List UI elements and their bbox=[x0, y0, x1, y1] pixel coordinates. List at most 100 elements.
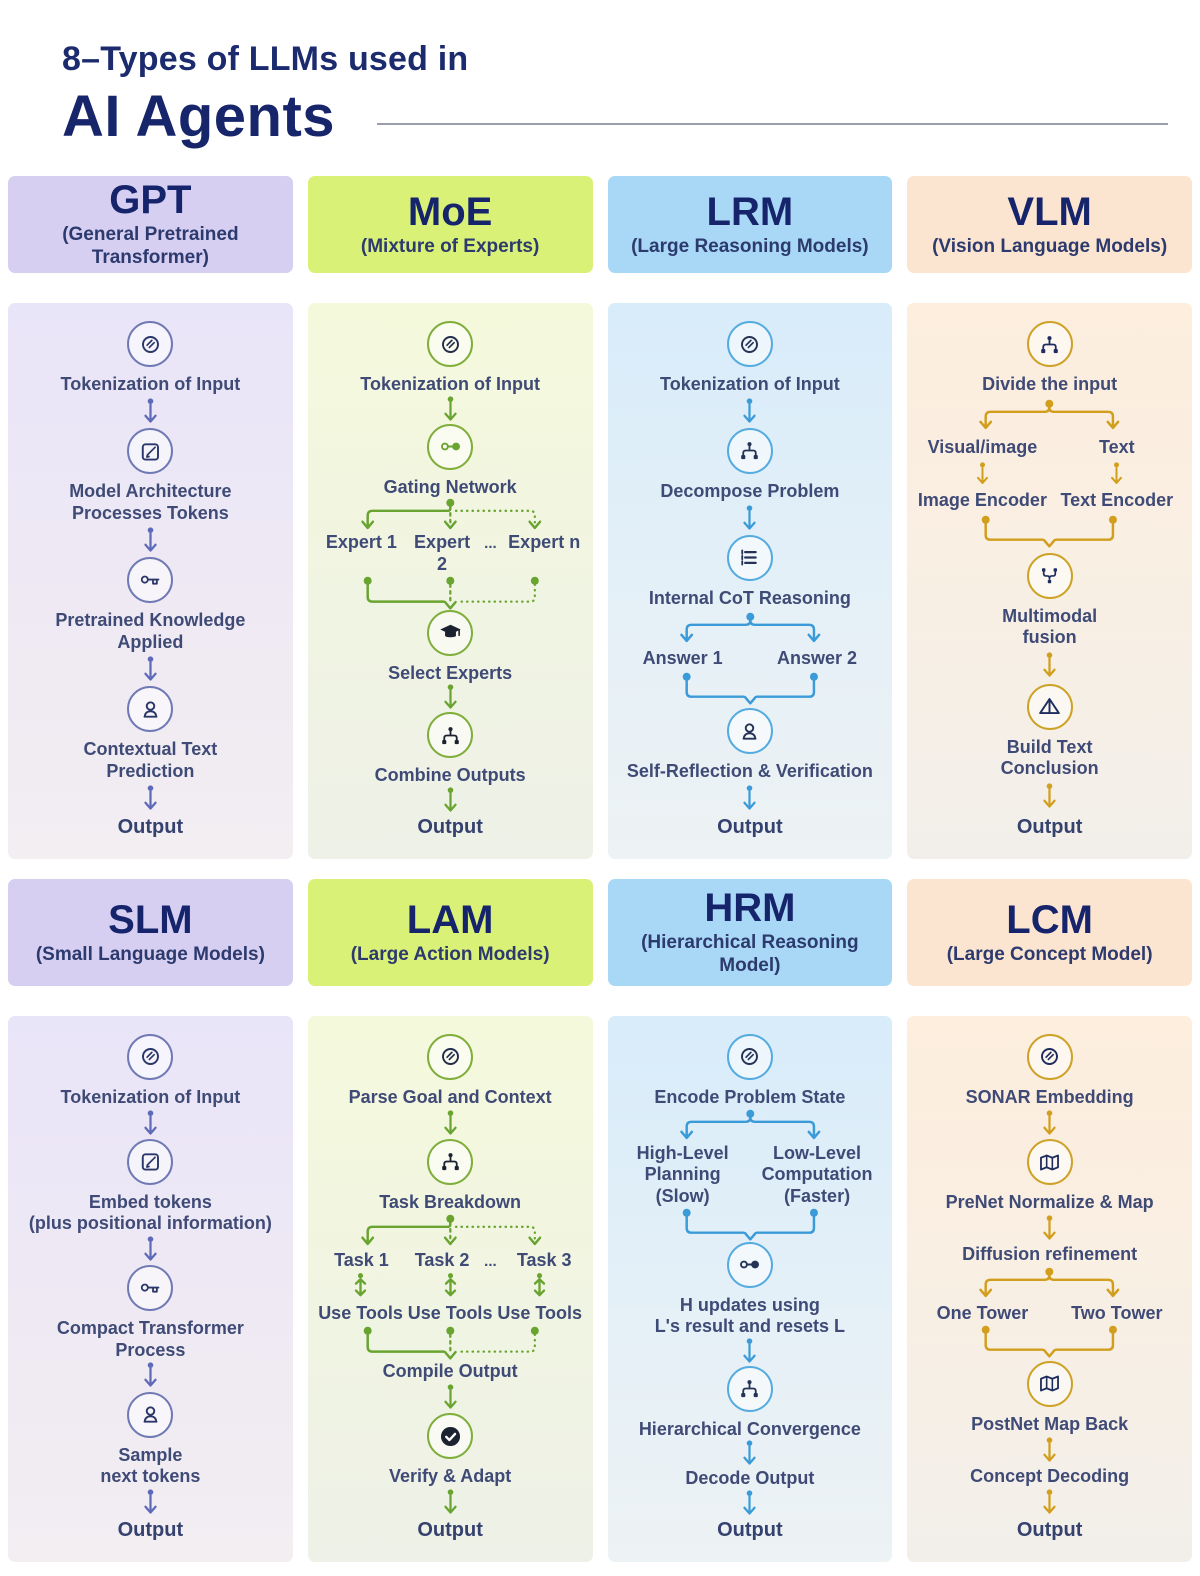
split-3-connector bbox=[324, 1214, 577, 1248]
task-label: Task 1 bbox=[334, 1249, 389, 1270]
output-label: Output bbox=[1016, 815, 1083, 838]
hrm-full-name: (Hierarchical Reasoning Model) bbox=[641, 932, 859, 976]
arrow-down-icon bbox=[1041, 1437, 1058, 1465]
vlm-abbr: VLM bbox=[1007, 189, 1092, 234]
step-label: Tokenization of Input bbox=[660, 374, 840, 394]
split-2-connector bbox=[624, 612, 877, 646]
lrm-abbr: LRM bbox=[706, 189, 794, 234]
slm-flow-card: Tokenization of Input Embed tokens (plus… bbox=[8, 1015, 293, 1563]
step-label: Task Breakdown bbox=[379, 1191, 521, 1212]
step-label: Tokenization of Input bbox=[60, 374, 241, 394]
flow-step: Verify & Adapt bbox=[389, 1413, 511, 1488]
flow-step: Encode Problem State bbox=[654, 1033, 845, 1109]
token-icon bbox=[726, 1033, 773, 1080]
arrow-down-icon bbox=[142, 527, 159, 555]
answer-label: Answer 1 bbox=[642, 647, 723, 668]
inputs-row: Visual/image Text bbox=[915, 437, 1184, 459]
lcm-flow-card: SONAR Embedding PreNet Normalize & Map D… bbox=[907, 1015, 1192, 1563]
arrow-down-icon bbox=[1041, 1110, 1058, 1138]
arrow-down-icon bbox=[1109, 462, 1124, 487]
gpt-flow-card: Tokenization of Input Model Architecture… bbox=[8, 303, 293, 859]
arrow-down-icon bbox=[142, 398, 159, 426]
arrow-down-icon bbox=[142, 656, 159, 684]
gpt-column: GPT (General Pretrained Transformer) Tok… bbox=[8, 176, 293, 859]
flow-step: Combine Outputs bbox=[375, 712, 526, 787]
hrm-header: HRM (Hierarchical Reasoning Model) bbox=[607, 878, 893, 986]
arrow-down-icon bbox=[142, 785, 159, 813]
check-icon bbox=[427, 1413, 474, 1460]
merge-2-connector bbox=[624, 1208, 877, 1242]
flow-step: Multimodal fusion bbox=[1002, 552, 1097, 649]
prism-icon bbox=[1026, 683, 1073, 730]
split-3-connector bbox=[324, 498, 577, 532]
slm-abbr: SLM bbox=[108, 897, 193, 942]
gpt-full-name: (General Pretrained Transformer) bbox=[62, 224, 239, 268]
output-label: Output bbox=[117, 815, 184, 838]
key-icon bbox=[127, 1265, 174, 1312]
arrow-updown-icon bbox=[531, 1272, 548, 1302]
merge-3-connector bbox=[324, 576, 577, 610]
title-divider-line bbox=[377, 122, 1168, 125]
ellipsis-label: ... bbox=[484, 535, 497, 553]
lcm-full-name: (Large Concept Model) bbox=[946, 943, 1153, 965]
lam-header: LAM (Large Action Models) bbox=[307, 878, 593, 986]
sitemap-icon bbox=[1026, 321, 1073, 367]
title-line1: 8–Types of LLMs used in bbox=[62, 40, 469, 78]
arrow-down-icon bbox=[142, 1362, 159, 1390]
branch-label: Low-Level Computation (Faster) bbox=[761, 1142, 873, 1206]
arrow-down-icon bbox=[442, 684, 459, 712]
step-label: Decode Output bbox=[685, 1468, 815, 1489]
columns-grid: GPT (General Pretrained Transformer) Tok… bbox=[8, 176, 1192, 1563]
agent-icon bbox=[127, 686, 174, 733]
lam-column: LAM (Large Action Models) Parse Goal and… bbox=[307, 878, 593, 1563]
token-icon bbox=[427, 1033, 474, 1080]
arrow-updown-icon bbox=[442, 1272, 459, 1302]
arrow-down-icon bbox=[741, 398, 758, 426]
tool-label: Use Tools bbox=[407, 1303, 493, 1324]
slm-column: SLM (Small Language Models) Tokenization… bbox=[8, 878, 293, 1563]
encoder-label: Text Encoder bbox=[1060, 490, 1174, 511]
flow-step: Internal CoT Reasoning bbox=[649, 534, 851, 610]
step-label: H updates using L's result and resets L bbox=[654, 1294, 846, 1337]
flow-step: Gating Network bbox=[384, 423, 517, 499]
flow-step: Embed tokens (plus positional informatio… bbox=[29, 1138, 272, 1235]
input-label: Text bbox=[1098, 436, 1135, 457]
graduation-cap-icon bbox=[427, 609, 474, 656]
sitemap-icon bbox=[427, 712, 474, 759]
output-label: Output bbox=[717, 1519, 783, 1542]
updown-arrows-row bbox=[316, 1272, 585, 1302]
arrow-down-icon bbox=[442, 396, 459, 424]
lrm-full-name: (Large Reasoning Models) bbox=[631, 235, 869, 257]
arrow-down-icon bbox=[975, 462, 990, 487]
moe-header: MoE (Mixture of Experts) bbox=[307, 176, 593, 273]
flow-step: Select Experts bbox=[388, 609, 512, 685]
task-label: Task 2 bbox=[414, 1249, 470, 1270]
flow-step: Parse Goal and Context bbox=[349, 1033, 552, 1109]
output-label: Output bbox=[1016, 1519, 1083, 1542]
input-label: Visual/image bbox=[927, 436, 1038, 457]
step-label: Combine Outputs bbox=[374, 765, 526, 786]
step-label: Tokenization of Input bbox=[360, 374, 540, 394]
lam-abbr: LAM bbox=[406, 897, 494, 942]
output-label: Output bbox=[417, 1519, 483, 1541]
arrow-down-icon bbox=[741, 1490, 758, 1518]
merge-3-connector bbox=[324, 1326, 577, 1360]
expert-label: Expert 2 bbox=[414, 532, 471, 574]
step-label: Diffusion refinement bbox=[962, 1244, 1138, 1265]
slm-header: SLM (Small Language Models) bbox=[8, 878, 293, 986]
lcm-column: LCM (Large Concept Model) SONAR Embeddin… bbox=[907, 878, 1192, 1563]
token-icon bbox=[127, 321, 174, 367]
title-block: 8–Types of LLMs used in AI Agents bbox=[62, 40, 1182, 150]
vlm-full-name: (Vision Language Models) bbox=[932, 235, 1168, 257]
moe-full-name: (Mixture of Experts) bbox=[360, 235, 540, 257]
agent-icon bbox=[726, 708, 773, 754]
ellipsis-label: ... bbox=[484, 1252, 497, 1270]
flow-step: Contextual Text Prediction bbox=[84, 686, 217, 782]
towers-row: One Tower Two Tower bbox=[915, 1303, 1184, 1325]
flow-step: Task Breakdown bbox=[379, 1138, 521, 1214]
flow-step: PreNet Normalize & Map bbox=[946, 1139, 1154, 1214]
arrow-down-icon bbox=[442, 1110, 459, 1138]
branch-label: High-Level Planning (Slow) bbox=[636, 1142, 729, 1206]
edit-icon bbox=[127, 428, 174, 475]
lam-flow-card: Parse Goal and Context Task Breakdown Ta… bbox=[307, 1015, 593, 1563]
